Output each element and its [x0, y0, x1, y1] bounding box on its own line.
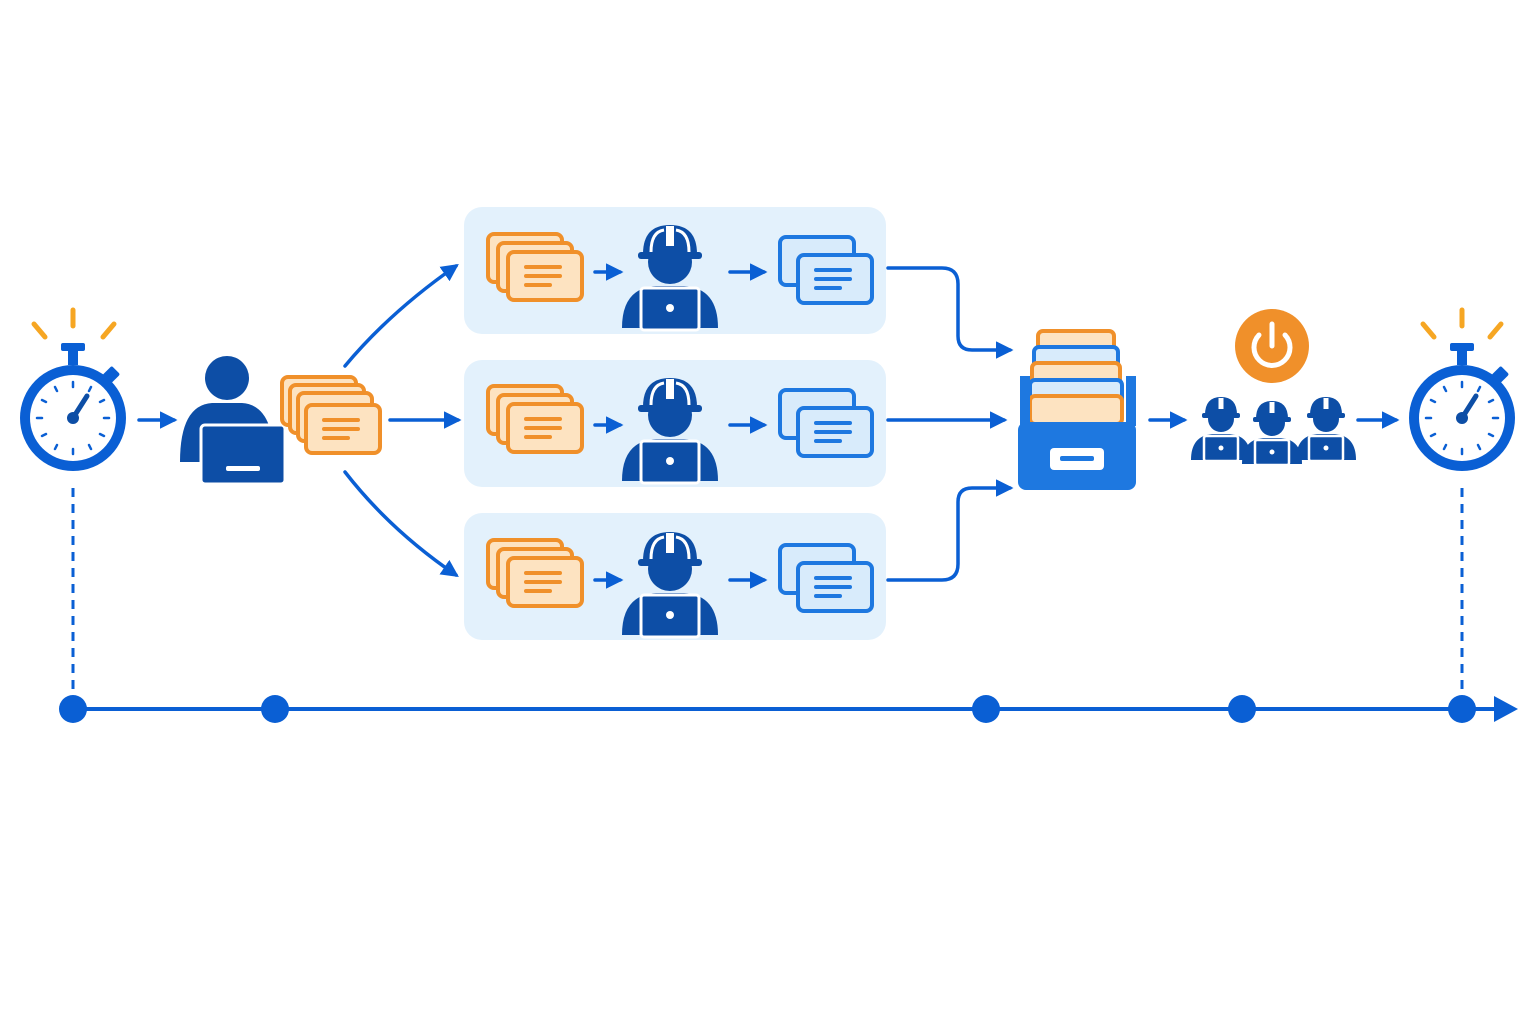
timeline — [59, 488, 1518, 723]
task-batch-document-stack-icon — [280, 375, 382, 455]
worker-group-icon — [1189, 395, 1358, 467]
timeline-milestone — [1448, 695, 1476, 723]
arrow-lane-1-to-cabinet — [886, 266, 1014, 359]
requester-user-icon — [180, 356, 287, 486]
timeline-milestone — [1228, 695, 1256, 723]
lane-2-input-document-stack-icon — [488, 386, 582, 452]
power-icon — [1235, 309, 1309, 383]
arrow-split-lane-1 — [343, 263, 459, 368]
arrow-lane-3-to-cabinet — [886, 479, 1014, 582]
lane-3-input-document-stack-icon — [488, 540, 582, 606]
flow-arrows — [137, 263, 1400, 589]
end-stopwatch-icon — [1409, 307, 1515, 471]
timeline-milestone — [261, 695, 289, 723]
lane-1-input-document-stack-icon — [488, 234, 582, 300]
timeline-milestone — [59, 695, 87, 723]
start-stopwatch-icon — [20, 307, 126, 471]
timeline-milestone — [972, 695, 1000, 723]
timeline-arrowhead — [1494, 696, 1518, 722]
arrow-split-lane-3 — [343, 470, 459, 577]
filing-cabinet-icon — [1018, 329, 1136, 490]
